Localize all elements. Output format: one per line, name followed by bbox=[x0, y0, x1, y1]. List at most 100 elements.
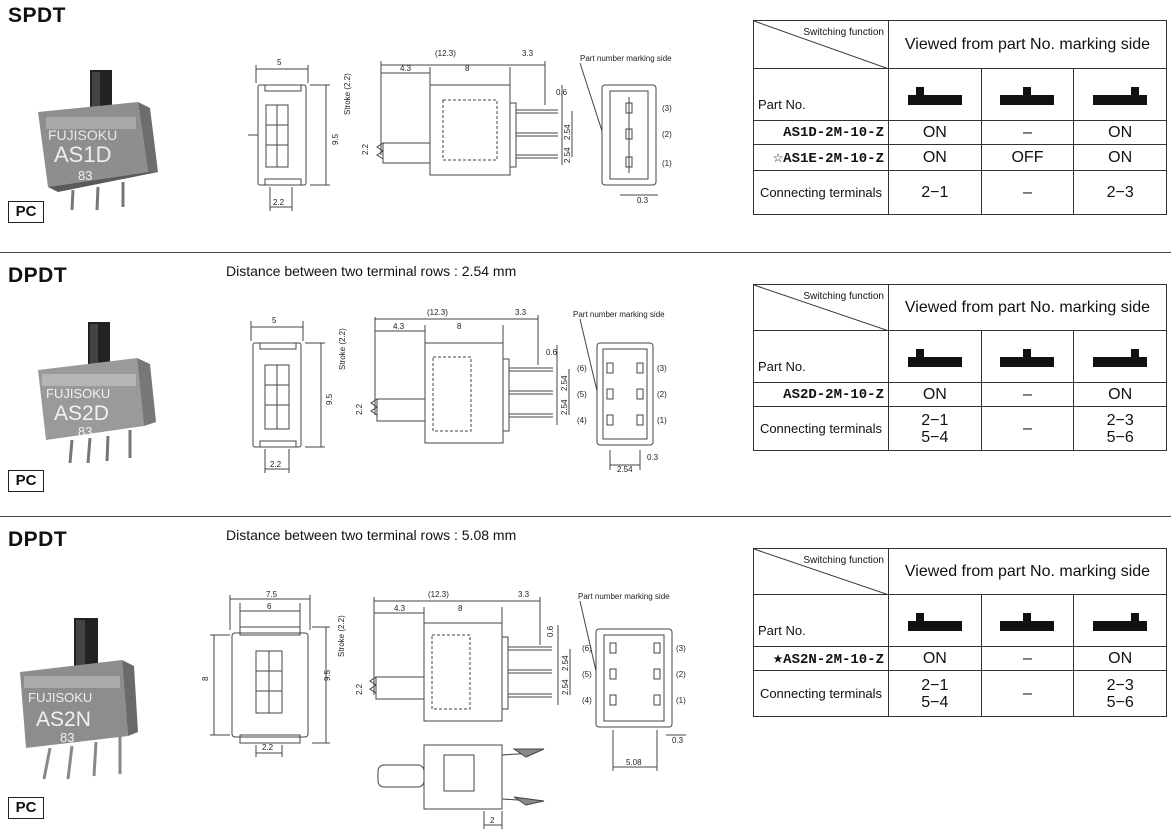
svg-text:9.5: 9.5 bbox=[331, 133, 340, 145]
svg-text:2.54: 2.54 bbox=[561, 655, 570, 671]
svg-text:Stroke (2.2): Stroke (2.2) bbox=[337, 615, 346, 657]
svg-text:0.3: 0.3 bbox=[637, 196, 649, 205]
viewed-from-header: Viewed from part No. marking side bbox=[888, 284, 1167, 331]
svg-text:2.2: 2.2 bbox=[355, 403, 364, 415]
lever-right-icon bbox=[1073, 330, 1167, 383]
svg-text:FUJISOKU: FUJISOKU bbox=[46, 386, 110, 401]
section-subtitle: Distance between two terminal rows : 5.0… bbox=[226, 527, 517, 543]
svg-text:(6): (6) bbox=[577, 364, 587, 373]
table-row: Connecting terminals 2−1 – 2−3 bbox=[753, 170, 1167, 215]
svg-text:AS2D: AS2D bbox=[54, 402, 109, 425]
svg-text:8: 8 bbox=[458, 604, 463, 613]
svg-text:(2): (2) bbox=[676, 670, 686, 679]
section-divider bbox=[0, 252, 1171, 253]
svg-text:4.3: 4.3 bbox=[393, 322, 405, 331]
lever-center-icon bbox=[980, 330, 1075, 383]
svg-text:2.54: 2.54 bbox=[563, 147, 572, 163]
svg-text:(1): (1) bbox=[657, 416, 667, 425]
svg-text:Part number marking side: Part number marking side bbox=[573, 310, 665, 319]
svg-text:0.6: 0.6 bbox=[546, 625, 555, 637]
svg-text:7.5: 7.5 bbox=[266, 590, 278, 599]
svg-text:2.2: 2.2 bbox=[361, 143, 370, 155]
part-no-header: Part No. bbox=[753, 68, 889, 121]
part-no-header: Part No. bbox=[753, 594, 889, 647]
viewed-from-header: Viewed from part No. marking side bbox=[888, 548, 1167, 595]
svg-text:(3): (3) bbox=[676, 644, 686, 653]
svg-text:83: 83 bbox=[78, 424, 92, 439]
svg-text:3.3: 3.3 bbox=[522, 49, 534, 58]
svg-text:4.3: 4.3 bbox=[394, 604, 406, 613]
svg-text:(5): (5) bbox=[577, 390, 587, 399]
switch-photo-as2n: FUJISOKU AS2N 83 bbox=[20, 618, 138, 780]
svg-text:2.54: 2.54 bbox=[560, 399, 569, 415]
svg-text:2.54: 2.54 bbox=[563, 124, 572, 140]
switch-photo-as2d: FUJISOKU AS2D 83 bbox=[38, 322, 156, 464]
svg-text:8: 8 bbox=[201, 676, 210, 681]
svg-text:2.2: 2.2 bbox=[262, 743, 274, 752]
svg-text:Part number marking side: Part number marking side bbox=[580, 54, 672, 63]
svg-text:(3): (3) bbox=[657, 364, 667, 373]
lever-right-icon bbox=[1073, 68, 1167, 121]
svg-text:(3): (3) bbox=[662, 104, 672, 113]
pc-badge: PC bbox=[8, 470, 44, 492]
svg-text:(12.3): (12.3) bbox=[428, 590, 449, 599]
svg-text:(5): (5) bbox=[582, 670, 592, 679]
lever-center-icon bbox=[980, 68, 1075, 121]
svg-text:(1): (1) bbox=[676, 696, 686, 705]
svg-text:8: 8 bbox=[457, 322, 462, 331]
svg-text:5.08: 5.08 bbox=[626, 758, 642, 767]
svg-text:2.54: 2.54 bbox=[617, 465, 633, 474]
switching-table-dpdt-254: Switching function Viewed from part No. … bbox=[753, 284, 1167, 451]
switching-table-spdt: Switching function Viewed from part No. … bbox=[753, 20, 1167, 215]
svg-text:(4): (4) bbox=[582, 696, 592, 705]
table-row: ★AS2N-2M-10-Z ON – ON bbox=[753, 646, 1167, 671]
svg-text:Stroke (2.2): Stroke (2.2) bbox=[343, 73, 352, 115]
svg-text:8: 8 bbox=[465, 64, 470, 73]
section-title-dpdt-508: DPDT bbox=[8, 528, 68, 551]
svg-text:6: 6 bbox=[267, 602, 272, 611]
svg-text:3.3: 3.3 bbox=[518, 590, 530, 599]
viewed-from-header: Viewed from part No. marking side bbox=[888, 20, 1167, 69]
svg-text:FUJISOKU: FUJISOKU bbox=[48, 127, 117, 143]
dimension-drawing-spdt: 5 Stroke (2.2) 9.5 2.2 2.2 (12.3) 4.3 8 … bbox=[248, 49, 672, 211]
section-title-spdt: SPDT bbox=[8, 4, 67, 27]
table-row: ☆AS1E-2M-10-Z ON OFF ON bbox=[753, 144, 1167, 171]
svg-text:83: 83 bbox=[78, 168, 92, 183]
svg-text:2.54: 2.54 bbox=[561, 679, 570, 695]
svg-text:Part number marking side: Part number marking side bbox=[578, 592, 670, 601]
svg-text:9.5: 9.5 bbox=[323, 669, 332, 681]
table-corner-cell: Switching function bbox=[753, 20, 889, 69]
lever-left-icon bbox=[888, 330, 982, 383]
section-subtitle: Distance between two terminal rows : 2.5… bbox=[226, 263, 517, 279]
svg-text:3.3: 3.3 bbox=[515, 308, 527, 317]
part-no-header: Part No. bbox=[753, 330, 889, 383]
svg-text:AS1D: AS1D bbox=[54, 142, 111, 167]
svg-text:0.6: 0.6 bbox=[556, 88, 568, 97]
svg-text:2.2: 2.2 bbox=[355, 683, 364, 695]
switching-table-dpdt-508: Switching function Viewed from part No. … bbox=[753, 548, 1167, 717]
svg-text:(1): (1) bbox=[662, 159, 672, 168]
svg-text:2: 2 bbox=[490, 816, 495, 825]
pc-badge: PC bbox=[8, 797, 44, 819]
table-corner-cell: Switching function bbox=[753, 548, 889, 595]
lever-right-icon bbox=[1073, 594, 1167, 647]
svg-text:AS2N: AS2N bbox=[36, 708, 91, 731]
svg-text:83: 83 bbox=[60, 730, 74, 745]
svg-text:Stroke (2.2): Stroke (2.2) bbox=[338, 328, 347, 370]
dimension-drawing-dpdt-254: 5 Stroke (2.2) 9.5 2.2 2.2 (12.3) 4.3 8 … bbox=[250, 308, 667, 474]
svg-text:(12.3): (12.3) bbox=[427, 308, 448, 317]
table-corner-cell: Switching function bbox=[753, 284, 889, 331]
svg-text:2.2: 2.2 bbox=[270, 460, 282, 469]
switch-photo-as1d: FUJISOKU AS1D 83 bbox=[38, 70, 158, 211]
svg-text:(2): (2) bbox=[662, 130, 672, 139]
svg-text:4.3: 4.3 bbox=[400, 64, 412, 73]
svg-text:9.5: 9.5 bbox=[325, 393, 334, 405]
svg-text:0.6: 0.6 bbox=[546, 348, 558, 357]
svg-text:0.3: 0.3 bbox=[647, 453, 659, 462]
section-title-dpdt-254: DPDT bbox=[8, 264, 68, 287]
table-row: AS2D-2M-10-Z ON – ON bbox=[753, 382, 1167, 407]
svg-text:2.54: 2.54 bbox=[560, 375, 569, 391]
svg-text:2.2: 2.2 bbox=[273, 198, 285, 207]
